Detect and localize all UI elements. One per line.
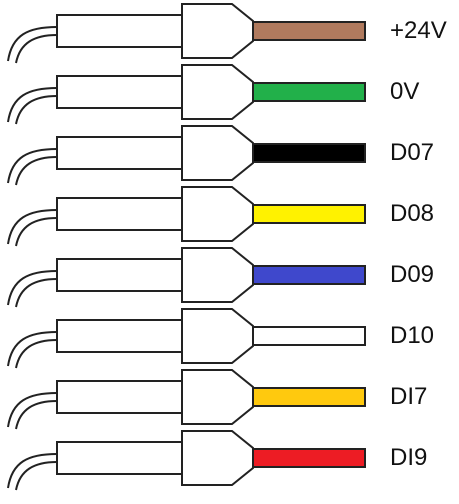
wire-24v-ferrule xyxy=(181,3,254,59)
wire-d10-label: D10 xyxy=(390,322,435,349)
wire-d09-lead-lower xyxy=(15,278,58,308)
wire-d07-label: D07 xyxy=(390,139,435,166)
wire-di9-conductor xyxy=(252,448,366,468)
wire-d08-label: D08 xyxy=(390,200,435,227)
wire-di9-label: DI9 xyxy=(390,444,428,471)
wire-di9-sleeve xyxy=(56,441,183,475)
wire-0v-sleeve xyxy=(56,75,183,109)
wire-d08-sleeve xyxy=(56,197,183,231)
wire-d08-conductor xyxy=(252,204,366,224)
wire-d10-lead-lower xyxy=(15,339,58,369)
wire-di7-lead-lower xyxy=(15,400,58,430)
wire-d09-label: D09 xyxy=(390,261,435,288)
wire-d10-ferrule xyxy=(181,308,254,364)
wire-24v-lead-lower xyxy=(15,34,58,64)
wire-di9-ferrule xyxy=(181,430,254,486)
wire-d07-lead-lower xyxy=(15,156,58,186)
wire-0v-label: 0V xyxy=(390,78,420,105)
wire-d09-conductor xyxy=(252,265,366,285)
wire-d07-sleeve xyxy=(56,136,183,170)
wire-d08-ferrule xyxy=(181,186,254,242)
wire-d08-lead-upper xyxy=(7,209,58,245)
wire-d07-lead-upper xyxy=(7,148,58,184)
wire-24v-conductor xyxy=(252,21,366,41)
wire-24v-lead-upper xyxy=(7,26,58,62)
wire-0v-lead-lower xyxy=(15,95,58,125)
wire-di7-label: DI7 xyxy=(390,383,428,410)
wire-0v-ferrule xyxy=(181,64,254,120)
wire-d09-sleeve xyxy=(56,258,183,292)
wire-24v-sleeve xyxy=(56,14,183,48)
wire-di7-ferrule xyxy=(181,369,254,425)
wire-di7-lead-upper xyxy=(7,392,58,428)
wire-d10-lead-upper xyxy=(7,331,58,367)
wire-d10-conductor xyxy=(252,326,366,346)
wire-di9-lead-lower xyxy=(15,461,58,491)
wire-d07-conductor xyxy=(252,143,366,163)
wire-0v-lead-upper xyxy=(7,87,58,123)
wire-24v-label: +24V xyxy=(390,17,447,44)
wire-0v-conductor xyxy=(252,82,366,102)
wire-di7-conductor xyxy=(252,387,366,407)
wire-di9-lead-upper xyxy=(7,453,58,489)
wire-d09-ferrule xyxy=(181,247,254,303)
wire-d10-sleeve xyxy=(56,319,183,353)
wire-d09-lead-upper xyxy=(7,270,58,306)
wire-d08-lead-lower xyxy=(15,217,58,247)
wire-d07-ferrule xyxy=(181,125,254,181)
wire-di7-sleeve xyxy=(56,380,183,414)
